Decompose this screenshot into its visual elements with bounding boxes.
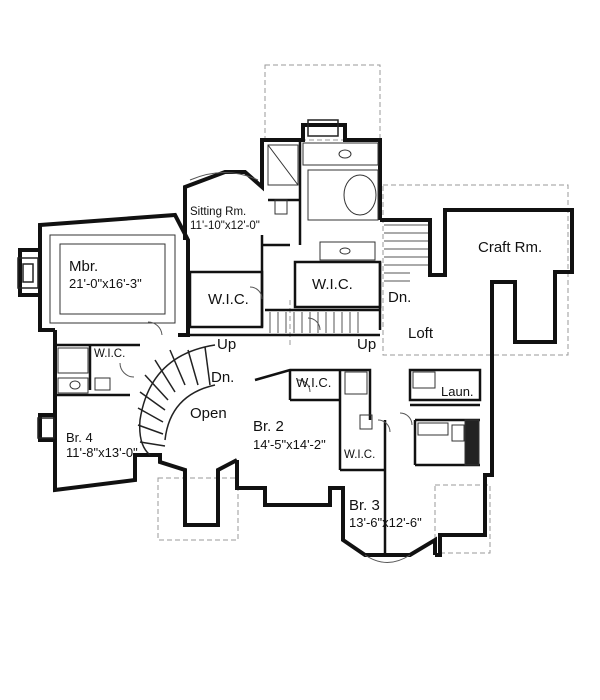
bath-fixtures xyxy=(57,142,480,466)
exterior-walls xyxy=(18,123,574,557)
stair-up-right-label: Up xyxy=(357,336,376,353)
stair-down-left-label: Dn. xyxy=(211,369,234,386)
br3-size: 13'-6"x12'-6" xyxy=(349,515,422,530)
craft-room-label: Craft Rm. xyxy=(478,239,542,256)
stair-up-left-label: Up xyxy=(217,336,236,353)
interior-walls xyxy=(55,140,482,555)
tub-icon xyxy=(307,169,379,221)
br2-size: 14'-5"x14'-2" xyxy=(253,437,326,452)
br3-label: Br. 3 xyxy=(349,497,380,514)
master-wic-label: W.I.C. xyxy=(208,291,249,308)
br4-fireplace-icon xyxy=(37,417,55,439)
master-bedroom-size: 21'-0"x16'-3" xyxy=(69,276,142,291)
bath-wic-label: W.I.C. xyxy=(312,276,353,293)
shower-icon xyxy=(267,144,299,186)
open-label: Open xyxy=(190,405,227,422)
master-fireplace-icon xyxy=(17,257,39,289)
door-swings xyxy=(119,172,413,563)
sitting-room-size: 11'-10"x12'-0" xyxy=(190,220,260,232)
br4-wic-label: W.I.C. xyxy=(94,348,125,360)
master-bedroom-label: Mbr. xyxy=(69,258,98,275)
br2-wic-label: W.I.C. xyxy=(296,375,331,390)
bath-fireplace-icon xyxy=(307,119,339,137)
fireplace-icons xyxy=(17,119,339,439)
curved-staircase xyxy=(137,344,216,456)
br4-size: 11'-8"x13'-0" xyxy=(66,445,138,460)
br3-wic-label: W.I.C. xyxy=(344,449,375,461)
vanity-icon xyxy=(302,142,379,166)
toilet-icon xyxy=(274,199,288,215)
br4-label: Br. 4 xyxy=(66,430,93,445)
tray-ceiling xyxy=(49,234,176,324)
br2-label: Br. 2 xyxy=(253,418,284,435)
loft-label: Loft xyxy=(408,325,434,342)
stair-down-right-label: Dn. xyxy=(388,289,411,306)
sitting-room-label: Sitting Rm. xyxy=(190,206,246,218)
room-labels: Sitting Rm. 11'-10"x12'-0" Mbr. 21'-0"x1… xyxy=(66,206,542,530)
roof-outlines xyxy=(157,64,569,554)
stair-treads xyxy=(269,224,428,333)
laundry-label: Laun. xyxy=(441,384,474,399)
